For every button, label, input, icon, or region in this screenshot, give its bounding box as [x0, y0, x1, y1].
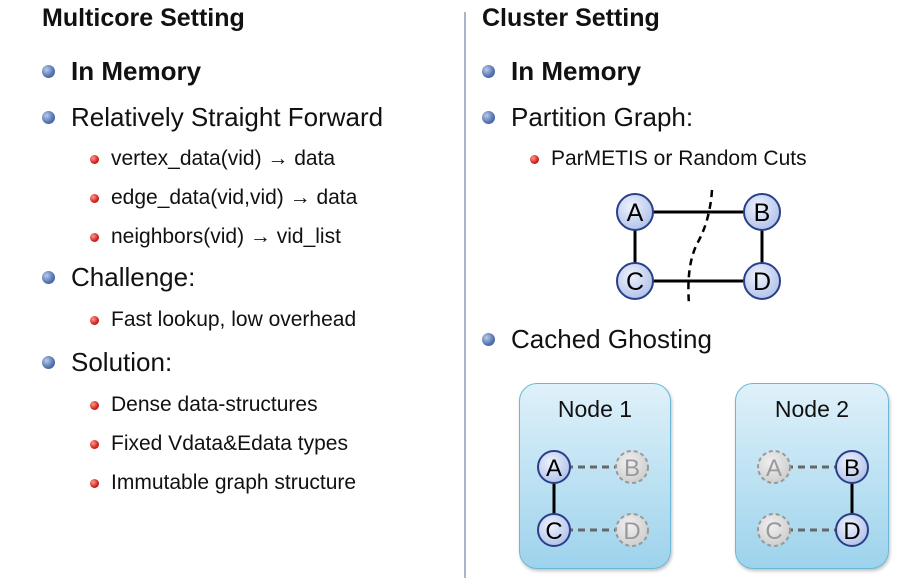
sub-bullet-parmetis: ParMETIS or Random Cuts: [530, 147, 807, 171]
vertex-b: B: [743, 193, 781, 231]
sub-bullet-label: vertex_data(vid) → data: [111, 147, 336, 170]
sub-bullet-edge-data: edge_data(vid,vid) → data: [90, 186, 357, 210]
column-divider: [464, 12, 466, 578]
sub-bullet-label: Immutable graph structure: [111, 471, 357, 494]
sub-bullet-neighbors: neighbors(vid) → vid_list: [90, 225, 341, 249]
sub-bullet-dot-icon: [90, 400, 99, 410]
ghost-vertex-c-label: C: [765, 518, 782, 545]
bullet-label: Relatively Straight Forward: [71, 102, 384, 132]
bullet-solution: Solution:: [42, 347, 172, 378]
vertex-c-label: C: [545, 518, 562, 545]
vertex-d-label: D: [753, 268, 771, 296]
vertex-d: D: [743, 262, 781, 300]
bullet-label: Cached Ghosting: [511, 324, 712, 354]
sub-bullet-vertex-data: vertex_data(vid) → data: [90, 147, 335, 171]
bullet-label: Solution:: [71, 347, 173, 377]
bullet-label: Partition Graph:: [511, 102, 694, 132]
ghost-vertex-b-label: B: [624, 455, 640, 482]
sub-bullet-dot-icon: [90, 439, 99, 449]
vertex-a-label: A: [627, 199, 644, 227]
node-1-label: Node 1: [557, 396, 633, 422]
vertex-a-label: A: [546, 455, 562, 482]
sub-bullet-immutable-graph: Immutable graph structure: [90, 471, 356, 495]
sub-bullet-label: Dense data-structures: [111, 393, 318, 416]
node-2-graph: A B C D: [757, 450, 869, 547]
vertex-a: A: [537, 450, 571, 484]
vertex-c: C: [616, 262, 654, 300]
bullet-label: Challenge:: [71, 262, 196, 292]
bullet-label: In Memory: [71, 56, 202, 86]
bullet-dot-icon: [482, 65, 495, 78]
sub-bullet-label: neighbors(vid) → vid_list: [111, 225, 341, 248]
ghost-vertex-c: C: [757, 513, 791, 547]
bullet-cached-ghosting: Cached Ghosting: [482, 324, 712, 355]
vertex-a: A: [616, 193, 654, 231]
bullet-relatively-straight-forward: Relatively Straight Forward: [42, 102, 383, 133]
node-1-graph: A B C D: [537, 450, 649, 547]
sub-bullet-label: edge_data(vid,vid) → data: [111, 186, 358, 209]
sub-bullet-dense-data-structures: Dense data-structures: [90, 393, 318, 417]
sub-bullet-label: Fixed Vdata&Edata types: [111, 432, 348, 455]
vertex-b-label: B: [844, 455, 860, 482]
partition-graph-diagram: A B C D: [616, 189, 781, 305]
cluster-setting-title: Cluster Setting: [482, 4, 660, 32]
sub-bullet-label: ParMETIS or Random Cuts: [551, 147, 807, 170]
bullet-dot-icon: [42, 111, 55, 124]
bullet-in-memory-left: In Memory: [42, 56, 201, 87]
node-2-label: Node 2: [774, 396, 850, 422]
multicore-setting-title: Multicore Setting: [42, 4, 245, 32]
bullet-in-memory-right: In Memory: [482, 56, 641, 87]
ghost-vertex-a: A: [757, 450, 791, 484]
sub-bullet-dot-icon: [90, 478, 99, 488]
ghost-vertex-d: D: [615, 513, 649, 547]
bullet-label: In Memory: [511, 56, 642, 86]
partition-cut-line: [687, 189, 714, 305]
vertex-b: B: [835, 450, 869, 484]
sub-bullet-dot-icon: [530, 154, 539, 164]
vertex-d-label: D: [843, 518, 860, 545]
sub-bullet-dot-icon: [90, 315, 99, 325]
vertex-c-label: C: [626, 268, 644, 296]
ghost-vertex-b: B: [615, 450, 649, 484]
ghost-vertex-a-label: A: [766, 455, 782, 482]
sub-bullet-fast-lookup: Fast lookup, low overhead: [90, 308, 356, 332]
sub-bullet-label: Fast lookup, low overhead: [111, 308, 357, 331]
ghost-vertex-d-label: D: [623, 518, 640, 545]
bullet-challenge: Challenge:: [42, 262, 195, 293]
bullet-partition-graph: Partition Graph:: [482, 102, 693, 133]
bullet-dot-icon: [482, 111, 495, 124]
node-1-box: Node 1 A B C D: [519, 383, 671, 569]
bullet-dot-icon: [42, 356, 55, 369]
bullet-dot-icon: [42, 271, 55, 284]
bullet-dot-icon: [482, 333, 495, 346]
vertex-d: D: [835, 513, 869, 547]
vertex-b-label: B: [754, 199, 771, 227]
sub-bullet-dot-icon: [90, 232, 99, 242]
sub-bullet-dot-icon: [90, 193, 99, 203]
vertex-c: C: [537, 513, 571, 547]
node-2-box: Node 2 A B C D: [735, 383, 889, 569]
bullet-dot-icon: [42, 65, 55, 78]
sub-bullet-fixed-types: Fixed Vdata&Edata types: [90, 432, 348, 456]
sub-bullet-dot-icon: [90, 154, 99, 164]
